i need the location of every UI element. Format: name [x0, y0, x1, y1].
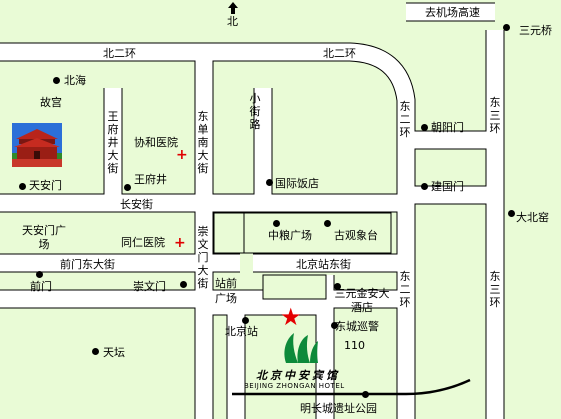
place-label-chongwenmen: 崇文门 [133, 280, 166, 293]
north-arrow-icon [228, 2, 238, 14]
road-label-ring3-east-lower: 东三环 [489, 270, 501, 309]
place-label-police-number: 110 [344, 339, 365, 352]
road-label-ring2-north-right: 北二环 [323, 47, 356, 60]
road-label-ring3-east-upper: 东三环 [489, 96, 501, 135]
road-label-wangfujing: 王府井大街 [107, 110, 119, 175]
road-label-chongwenmen-street: 崇文门大街 [197, 225, 209, 290]
place-dot-intl-hotel [266, 179, 273, 186]
place-label-tiananmen-square: 天安门广场 [22, 224, 66, 251]
place-dot-beijing-station [242, 317, 249, 324]
place-label-dabeiyao: 大北窑 [516, 211, 549, 224]
place-label-intl-hotel: 国际饭店 [275, 177, 319, 190]
place-dot-wangfujing [124, 184, 131, 191]
place-dot-guguan [324, 220, 331, 227]
place-label-sanyuan-hotel: 三元金安大酒店 [334, 287, 390, 314]
place-dot-tiananmen [19, 183, 26, 190]
place-dot-qianmen [36, 271, 43, 278]
place-dot-chongwenmen [180, 281, 187, 288]
place-label-wangfujing: 王府井 [134, 173, 167, 186]
place-label-tiananmen: 天安门 [29, 179, 62, 192]
hospital-cross-icon: + [176, 147, 188, 163]
road-label-station-east: 北京站东街 [296, 258, 351, 271]
hotel-star-icon: ★ [280, 303, 302, 331]
place-dot-tiantan [92, 348, 99, 355]
place-label-mingcheng-park: 明长城遗址公园 [300, 402, 377, 415]
place-dot-chaoyangmen [421, 124, 428, 131]
place-dot-beihai [53, 77, 60, 84]
hospital-cross-icon: + [174, 235, 186, 251]
place-label-jianguomen: 建国门 [431, 180, 464, 193]
gate-photo-icon [12, 123, 62, 167]
place-label-police: 东城巡警 [335, 320, 379, 333]
hotel-name-cn: 北京中安宾馆 [256, 369, 340, 382]
road-label-ring2-east-upper: 东二环 [399, 100, 411, 139]
place-label-tiantan: 天坛 [103, 346, 125, 359]
road-label-xiaojie: 小街路 [249, 92, 261, 131]
place-label-xiehe: 协和医院 [134, 136, 178, 149]
hotel-name-en: BEIJING ZHONGAN HOTEL [244, 382, 345, 390]
place-dot-dabeiyao [508, 210, 515, 217]
place-label-guguan: 古观象台 [334, 229, 378, 242]
place-label-tongren: 同仁医院 [121, 236, 165, 249]
road-label-station-square: 站前广场 [215, 277, 237, 305]
place-dot-sanyuan-hotel [334, 283, 341, 290]
road-label-qianmen-east: 前门东大街 [60, 258, 115, 271]
north-label: 北 [227, 15, 238, 28]
place-dot-sanyuanqiao [503, 24, 510, 31]
road-label-dongdan-south: 东单南大街 [197, 110, 209, 175]
place-dot-mingcheng-park [362, 391, 369, 398]
road-label-airport-expressway: 去机场高速 [425, 6, 480, 19]
place-dot-police [331, 322, 338, 329]
road-label-changan: 长安街 [120, 198, 153, 211]
road-label-ring2-east-lower: 东二环 [399, 270, 411, 309]
road-label-ring2-north-left: 北二环 [103, 47, 136, 60]
place-label-sanyuanqiao: 三元桥 [519, 24, 552, 37]
place-label-beihai: 北海 [64, 74, 86, 87]
place-label-chaoyangmen: 朝阳门 [431, 121, 464, 134]
place-label-beijing-station: 北京站 [225, 325, 258, 338]
hotel-logo-icon [284, 333, 318, 363]
place-label-zhongliang: 中粮广场 [268, 229, 312, 242]
place-dot-zhongliang [273, 220, 280, 227]
place-label-qianmen: 前门 [30, 280, 52, 293]
place-label-palace: 故宫 [40, 96, 62, 109]
place-dot-jianguomen [421, 183, 428, 190]
